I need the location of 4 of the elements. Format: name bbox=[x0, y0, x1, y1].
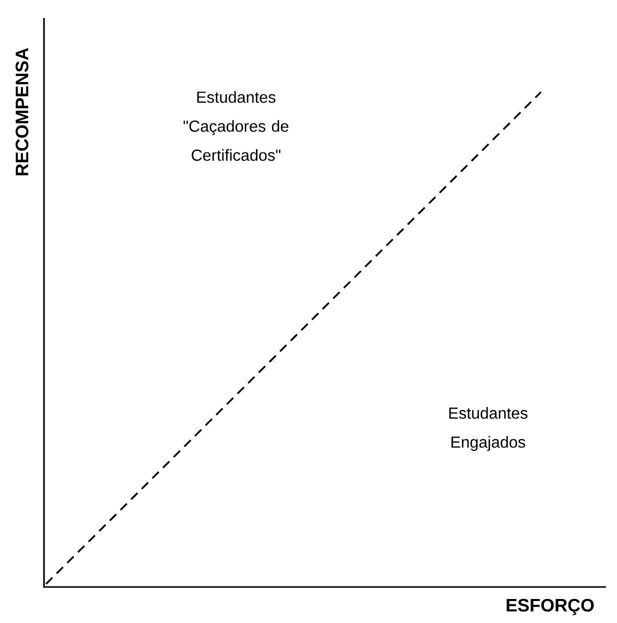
axis-label: ESFORÇO bbox=[506, 598, 594, 616]
axis-label: RECOMPENSA bbox=[16, 48, 28, 176]
region-label: Estudantes "Caçadores de Certificados" bbox=[184, 91, 288, 161]
region-label: Estudantes Engajados bbox=[449, 407, 528, 451]
